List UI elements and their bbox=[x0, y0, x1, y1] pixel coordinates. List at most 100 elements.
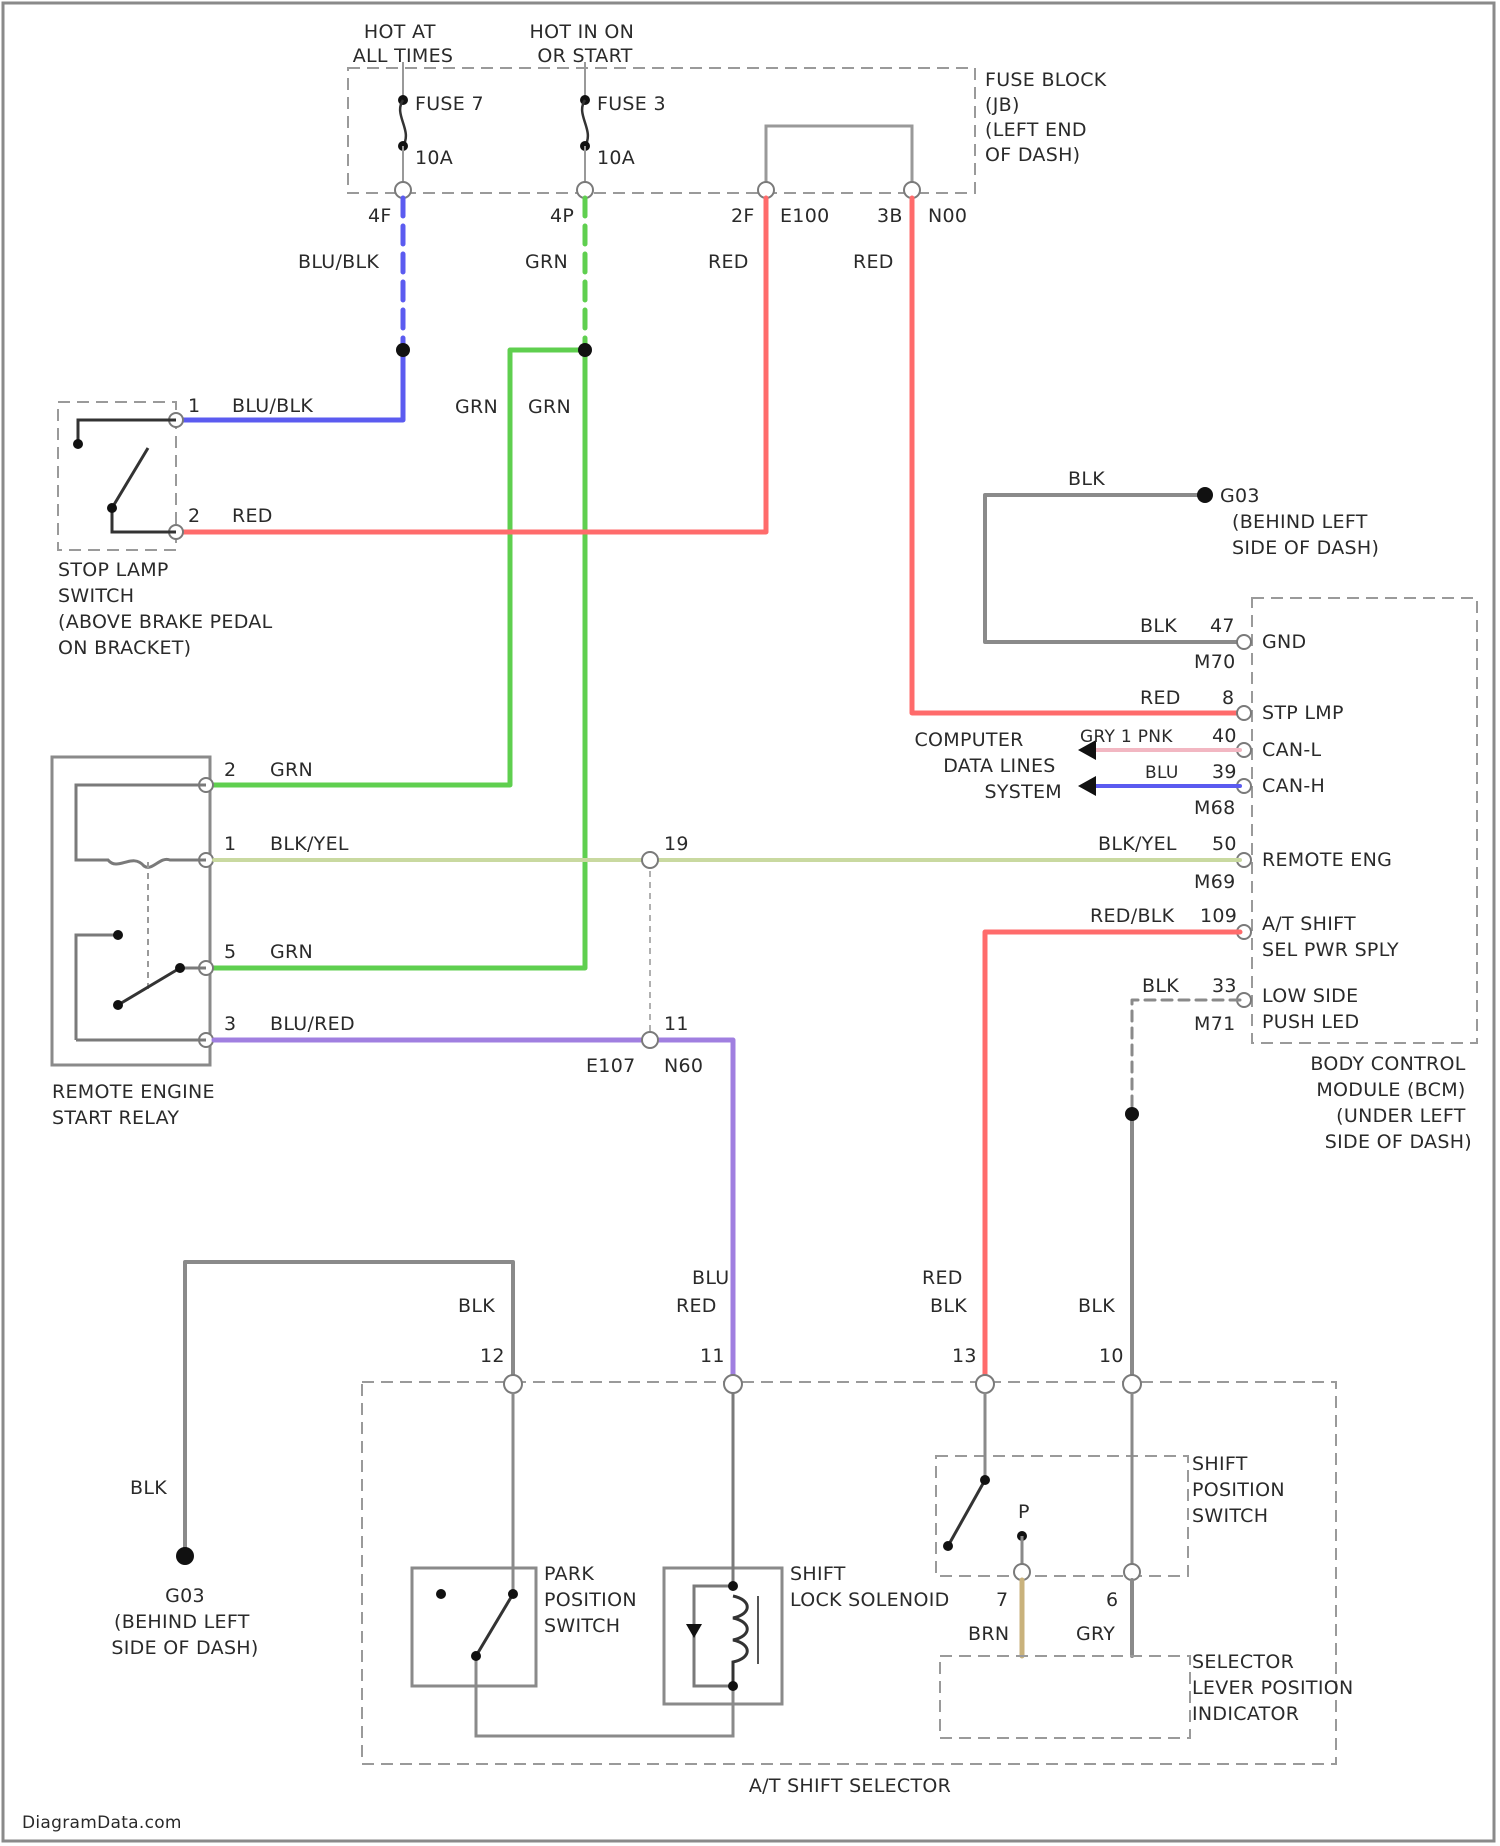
shift-pos-pin6-label: 6 bbox=[1106, 1589, 1118, 1611]
bcm-m69-label: M69 bbox=[1194, 871, 1235, 893]
sls-pin1-label: 1 bbox=[188, 395, 200, 417]
park-contact-b bbox=[471, 1651, 481, 1661]
selector-pin11-connector bbox=[724, 1375, 742, 1393]
relay-name-label: REMOTE ENGINE START RELAY bbox=[52, 1081, 221, 1129]
fuse3-symbol bbox=[582, 100, 588, 146]
fuse7-symbol bbox=[400, 100, 406, 146]
selector-indicator-frame bbox=[940, 1656, 1190, 1738]
shift-position-switch-frame bbox=[936, 1456, 1188, 1576]
inline-19-label: 19 bbox=[664, 833, 689, 855]
bcm-blu-label: BLU bbox=[1145, 763, 1179, 783]
park-switch-box bbox=[412, 1568, 536, 1686]
bcm-red-label: RED bbox=[1140, 687, 1181, 709]
splice-blk-bcm bbox=[1125, 1107, 1139, 1121]
ground-top-id: G03 bbox=[1220, 485, 1260, 507]
bcm-blkyel-label: BLK/YEL bbox=[1098, 833, 1177, 855]
park-contact-a bbox=[436, 1589, 446, 1599]
solenoid-terminal-bottom bbox=[728, 1681, 738, 1691]
selector-pin13-connector bbox=[976, 1375, 994, 1393]
hot-at-all-times-label: HOT AT ALL TIMES bbox=[353, 21, 454, 67]
bcm-low-label: LOW SIDE PUSH LED bbox=[1262, 985, 1365, 1033]
bcm-pin8-label: 8 bbox=[1222, 687, 1234, 709]
wire-red-bcm bbox=[912, 198, 1240, 713]
bcm-blk2-label: BLK bbox=[1142, 975, 1179, 997]
wire-grn-to-relay-pin5 bbox=[214, 350, 585, 968]
bcm-pin47-label: 47 bbox=[1210, 615, 1235, 637]
inline-connector-11 bbox=[642, 1032, 658, 1048]
sls-switch-contacts bbox=[78, 420, 176, 532]
fuse7-rating: 10A bbox=[415, 147, 453, 169]
shift-pos-contact-a bbox=[943, 1541, 953, 1551]
stop-lamp-switch-label: STOP LAMP SWITCH (ABOVE BRAKE PEDAL ON B… bbox=[58, 559, 279, 659]
shift-lock-solenoid-box bbox=[664, 1568, 782, 1704]
sls-pin2-label: 2 bbox=[188, 505, 200, 527]
bcm-m71-label: M71 bbox=[1194, 1013, 1235, 1035]
relay-switch-frame bbox=[76, 935, 206, 1040]
n60-label: N60 bbox=[664, 1055, 703, 1077]
bcm-pin33-label: 33 bbox=[1212, 975, 1237, 997]
conn-e100-label: E100 bbox=[780, 205, 829, 227]
fuse-block-label: FUSE BLOCK (JB) (LEFT END OF DASH) bbox=[985, 69, 1113, 166]
fuse-block-bus bbox=[766, 126, 912, 186]
bcm-pin40-label: 40 bbox=[1212, 725, 1237, 747]
bcm-pin8-connector bbox=[1237, 706, 1251, 720]
wire-grn-top-label: GRN bbox=[525, 251, 568, 273]
park-switch-contacts bbox=[476, 1594, 513, 1656]
hot-in-on-label: HOT IN ON OR START bbox=[530, 21, 641, 67]
relay-pin2-label: 2 bbox=[224, 759, 236, 781]
sls-contact-a bbox=[73, 439, 83, 449]
computer-data-lines-label: COMPUTER DATA LINES SYSTEM bbox=[914, 729, 1062, 803]
bcm-redblk-label: RED/BLK bbox=[1090, 905, 1175, 927]
relay-contact-c bbox=[175, 963, 185, 973]
sel-redblk-wire-label: RED BLK bbox=[922, 1267, 969, 1317]
inline-connector-19 bbox=[642, 852, 658, 868]
sls-wire1-label: BLU/BLK bbox=[232, 395, 313, 417]
wire-grn-mid-label-2: GRN bbox=[528, 396, 571, 418]
selector-indicator-label: SELECTOR LEVER POSITION INDICATOR bbox=[1192, 1651, 1360, 1725]
sel-blk-wire-label: BLK bbox=[458, 1295, 495, 1317]
ground-left-wire-label: BLK bbox=[130, 1477, 167, 1499]
pin-4p-label: 4P bbox=[550, 205, 574, 227]
solenoid-diode-icon bbox=[686, 1624, 702, 1638]
relay-coil bbox=[76, 785, 206, 867]
bcm-canh-label: CAN-H bbox=[1262, 775, 1325, 797]
relay-contact-a bbox=[113, 930, 123, 940]
shift-pos-p-label: P bbox=[1018, 1501, 1030, 1523]
stop-lamp-switch-frame bbox=[58, 402, 176, 550]
wire-blured bbox=[214, 1040, 733, 1380]
solenoid-coil-icon bbox=[733, 1596, 747, 1686]
inline-11-label: 11 bbox=[664, 1013, 689, 1035]
sls-wire2-label: RED bbox=[232, 505, 273, 527]
relay-blured-label: BLU/RED bbox=[270, 1013, 355, 1035]
ground-g03-bottom bbox=[176, 1547, 194, 1565]
wire-blk-bcm-ground bbox=[985, 495, 1240, 642]
sel-blk2-wire-label: BLK bbox=[1078, 1295, 1115, 1317]
bcm-pnk-label: GRY 1 PNK bbox=[1080, 727, 1173, 747]
bcm-pin39-label: 39 bbox=[1212, 761, 1237, 783]
solenoid-frame bbox=[694, 1392, 733, 1686]
relay-contact-b bbox=[113, 1000, 123, 1010]
ground-bottom-location: (BEHIND LEFT SIDE OF DASH) bbox=[111, 1611, 258, 1659]
bcm-pin50-label: 50 bbox=[1212, 833, 1237, 855]
shift-pos-contact-b bbox=[980, 1475, 990, 1485]
relay-pin1-label: 1 bbox=[224, 833, 236, 855]
shift-pos-pin6-connector bbox=[1124, 1564, 1140, 1580]
shift-lock-solenoid-label: SHIFT LOCK SOLENOID bbox=[790, 1563, 950, 1611]
watermark: DiagramData.com bbox=[22, 1813, 182, 1833]
ground-g03-top bbox=[1197, 487, 1213, 503]
e107-label: E107 bbox=[586, 1055, 635, 1077]
selector-pin10-label: 10 bbox=[1099, 1345, 1124, 1367]
bcm-m68-label: M68 bbox=[1194, 797, 1235, 819]
wire-brn-label: BRN bbox=[968, 1623, 1009, 1645]
selector-pin10-connector bbox=[1123, 1375, 1141, 1393]
wire-red-stoplamp bbox=[182, 198, 766, 532]
selector-pin11-label: 11 bbox=[700, 1345, 725, 1367]
splice-blublk bbox=[396, 343, 410, 357]
fuse3-label: FUSE 3 bbox=[597, 93, 666, 115]
shift-pos-pin7-label: 7 bbox=[996, 1589, 1008, 1611]
bcm-gnd-label: GND bbox=[1262, 631, 1306, 653]
wire-blublk-top-label: BLU/BLK bbox=[298, 251, 379, 273]
ground-top-wire-label: BLK bbox=[1068, 468, 1105, 490]
bcm-frame bbox=[1252, 598, 1477, 1043]
